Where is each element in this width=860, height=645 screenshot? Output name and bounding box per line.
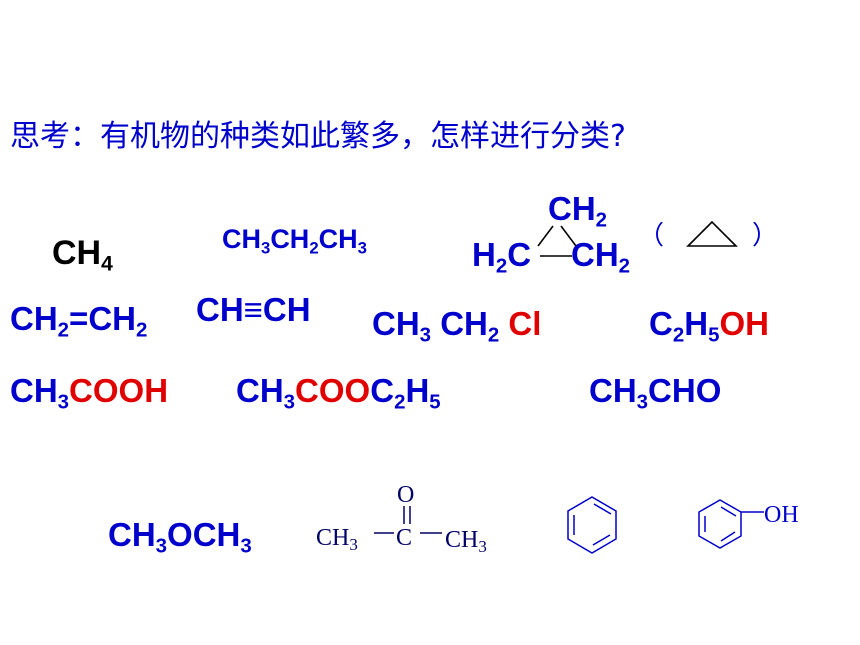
acetone-left-ch: CH: [316, 525, 349, 551]
formula-acetic-acid: CH3COOH: [10, 372, 169, 414]
formula-ethene: CH2=CH2: [10, 300, 148, 342]
acetone-carbon: C: [396, 525, 412, 551]
acetone-left-sub: 3: [349, 535, 358, 554]
phenol-structure: OH: [698, 499, 799, 549]
formula-ethanol: C2H5OH: [649, 305, 769, 347]
phenol-oh: OH: [764, 502, 799, 528]
slide-title: 思考：有机物的种类如此繁多，怎样进行分类?: [10, 119, 626, 154]
cyclopropane-top-ch2: CH2: [548, 190, 608, 232]
phenol-ring-icon: [698, 499, 764, 549]
formula-ethyne: CH≡CH: [196, 291, 311, 328]
formula-chloroethane: CH3 CH2 Cl: [372, 305, 542, 347]
paren-close: ）: [752, 220, 779, 250]
acetone-right-sub: 3: [478, 537, 487, 556]
svg-text:CH3: CH3: [316, 525, 358, 554]
bond-line: [537, 225, 554, 247]
formula-methane: CH4: [52, 234, 113, 276]
cyclopropane-right-ch2: CH2: [571, 236, 631, 278]
paren-open: （: [638, 220, 665, 250]
acetone-structure: O CH3 C CH3: [316, 482, 487, 556]
acetone-oxygen: O: [397, 482, 414, 508]
triangle-icon: [686, 220, 738, 247]
formula-propane: CH3CH2CH3: [222, 224, 367, 258]
svg-text:CH3: CH3: [445, 527, 487, 556]
formula-ethyl-acetate: CH3COOC2H5: [236, 372, 441, 414]
bond-line: [560, 225, 577, 247]
formula-dimethyl-ether: CH3OCH3: [108, 516, 252, 558]
benzene-ring-icon: [567, 496, 617, 554]
formula-acetaldehyde: CH3CHO: [589, 372, 722, 414]
cyclopropane-left-h2c: H2C: [472, 236, 532, 278]
acetone-right-ch: CH: [445, 527, 478, 553]
